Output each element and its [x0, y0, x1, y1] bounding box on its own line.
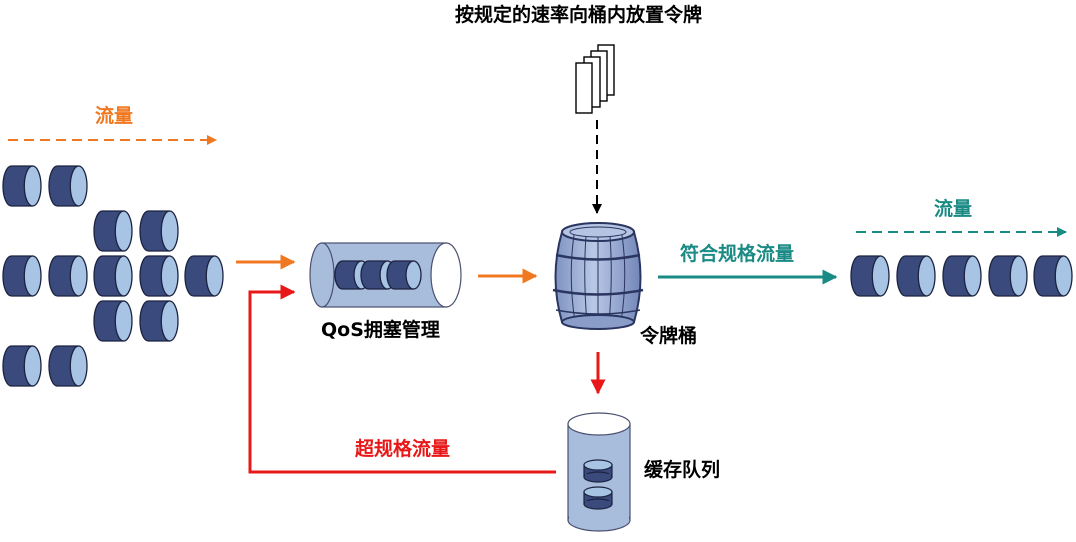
exceed-label: 超规格流量: [355, 438, 451, 460]
token-bucket-barrel-icon: [552, 222, 644, 330]
packet-icon: [48, 165, 88, 207]
outgoing-flow-label: 流量: [934, 198, 973, 220]
packet-icon: [896, 255, 936, 297]
packet-icon: [386, 260, 422, 290]
packet-icon: [942, 255, 982, 297]
packet-icon: [139, 210, 179, 252]
buffered-packet-icon: [583, 486, 613, 510]
packet-icon: [850, 255, 890, 297]
buffer-label: 缓存队列: [644, 459, 721, 481]
packet-icon: [93, 210, 133, 252]
token-stack-icon: [575, 44, 615, 114]
packet-icon: [139, 255, 179, 297]
packet-icon: [2, 255, 42, 297]
packet-icon: [988, 255, 1028, 297]
packet-icon: [93, 255, 133, 297]
buffered-packet-icon: [583, 459, 613, 483]
packet-icon: [48, 255, 88, 297]
outgoing-packets: [850, 255, 1073, 297]
packet-icon: [2, 345, 42, 387]
incoming-flow-label: 流量: [95, 105, 134, 127]
conform-label: 符合规格流量: [680, 243, 795, 265]
packet-icon: [2, 165, 42, 207]
packet-icon: [1033, 255, 1073, 297]
packet-icon: [93, 300, 133, 342]
token-source-label: 按规定的速率向桶内放置令牌: [455, 4, 703, 26]
buffered-packets: [583, 459, 613, 510]
packet-icon: [139, 300, 179, 342]
incoming-packets: [2, 165, 224, 387]
packet-icon: [48, 345, 88, 387]
qos-label: QoS拥塞管理: [321, 319, 440, 341]
queued-packets: [334, 260, 422, 290]
packet-icon: [184, 255, 224, 297]
exceed-return-path: [248, 284, 556, 474]
bucket-label: 令牌桶: [640, 325, 698, 347]
